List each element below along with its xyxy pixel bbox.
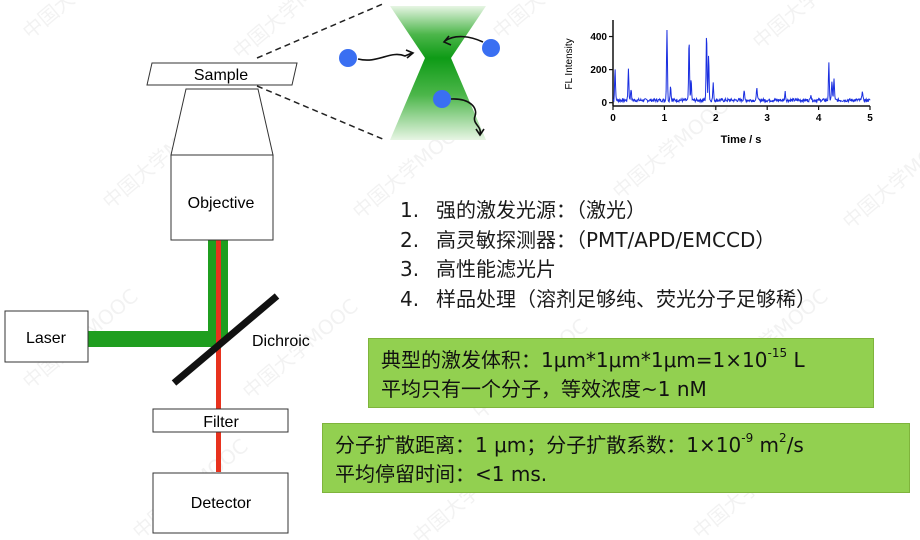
- list-item: 4. 样品处理（溶剂足够纯、荧光分子足够稀）: [400, 285, 816, 315]
- single-molecule-line: 平均只有一个分子，等效浓度~1 nM: [381, 377, 707, 401]
- list-item-text: 样品处理（溶剂足够纯、荧光分子足够稀）: [436, 286, 816, 311]
- objective-label: Objective: [188, 195, 255, 212]
- focal-volume-upper: [390, 6, 486, 58]
- unit-text: m: [753, 433, 780, 457]
- zoom-line-upper: [256, 2, 386, 59]
- list-item-number: 4.: [400, 286, 420, 311]
- sample-slide: [146, 62, 298, 86]
- trajectory-center-arrow: [450, 98, 482, 135]
- filter-label: Filter: [203, 414, 239, 431]
- requirements-list: 1. 强的激发光源：（激光） 2. 高灵敏探测器：（PMT/APD/EMCCD） 3…: [400, 196, 816, 314]
- exponent: -9: [741, 431, 754, 446]
- x-tick-label: 0: [610, 113, 616, 124]
- dichroic-label: Dichroic: [252, 333, 310, 350]
- x-tick-label: 1: [662, 113, 668, 124]
- list-item: 1. 强的激发光源：（激光）: [400, 196, 816, 226]
- exponent: 2: [779, 431, 787, 446]
- objective-lens-cone: [170, 88, 274, 156]
- trajectory-center-arrowhead: [475, 128, 485, 137]
- chart-x-axis-label: Time / s: [721, 134, 762, 146]
- excitation-volume-text: 典型的激发体积：1μm*1μm*1μm=1×10: [381, 348, 768, 372]
- exponent: -15: [767, 346, 788, 361]
- diffusion-line: 分子扩散距离：1 μm；分子扩散系数：1×10-9 m2/s: [335, 431, 899, 460]
- detector-label: Detector: [191, 495, 252, 512]
- dichroic-mirror: [171, 293, 280, 386]
- unit-text: /s: [786, 433, 804, 457]
- sample-label: Sample: [194, 67, 248, 84]
- red-emission-beam-lower: [216, 340, 221, 472]
- y-tick-label: 200: [590, 65, 607, 76]
- trajectory-left-arrowhead: [405, 49, 415, 59]
- chart-y-axis-label: FL Intensity: [564, 38, 575, 89]
- detector-box: [152, 472, 289, 534]
- x-tick-label: 5: [867, 113, 873, 124]
- diffusion-box: 分子扩散距离：1 μm；分子扩散系数：1×10-9 m2/s 平均停留时间：<1…: [322, 423, 910, 493]
- excitation-volume-line: 典型的激发体积：1μm*1μm*1μm=1×10-15 L: [381, 346, 863, 375]
- x-tick-label: 2: [713, 113, 719, 124]
- trajectory-right-arrowhead: [442, 35, 452, 46]
- molecule-center: [433, 90, 451, 108]
- molecule-right: [482, 39, 500, 57]
- list-item: 2. 高灵敏探测器：（PMT/APD/EMCCD）: [400, 226, 816, 256]
- y-tick-label: 0: [601, 98, 607, 109]
- list-item-number: 2.: [400, 227, 420, 252]
- list-item-text: 强的激发光源：（激光）: [436, 198, 646, 222]
- laser-label: Laser: [26, 330, 67, 347]
- residence-time-line: 平均停留时间：<1 ms.: [335, 462, 548, 486]
- list-item-number: 1.: [400, 198, 420, 222]
- diffusion-text: 分子扩散距离：1 μm；分子扩散系数：1×10: [335, 433, 742, 457]
- objective-body: [170, 154, 274, 241]
- list-item-text: 高性能滤光片: [436, 257, 556, 281]
- molecule-left: [339, 49, 357, 67]
- filter-box: [152, 408, 289, 433]
- x-tick-label: 4: [816, 113, 822, 124]
- laser-green-beam-horizontal: [88, 331, 220, 347]
- list-item-number: 3.: [400, 257, 420, 281]
- laser-box: [4, 310, 89, 363]
- trajectory-left-arrow: [357, 52, 413, 61]
- fl-intensity-chart: FL Intensity Time / s 0 1 2 3 4 5 0 200 400: [564, 20, 873, 146]
- list-item: 3. 高性能滤光片: [400, 255, 816, 285]
- excitation-volume-box: 典型的激发体积：1μm*1μm*1μm=1×10-15 L 平均只有一个分子，等…: [368, 338, 874, 408]
- fl-intensity-trace: [612, 29, 871, 104]
- unit-text: L: [787, 348, 805, 372]
- zoom-line-lower: [256, 85, 386, 141]
- trajectory-right-arrow: [444, 35, 484, 43]
- x-tick-label: 3: [764, 113, 770, 124]
- red-emission-beam-upper: [216, 240, 221, 342]
- list-item-text: 高灵敏探测器：（PMT/APD/EMCCD）: [436, 227, 776, 252]
- y-tick-label: 400: [590, 32, 607, 43]
